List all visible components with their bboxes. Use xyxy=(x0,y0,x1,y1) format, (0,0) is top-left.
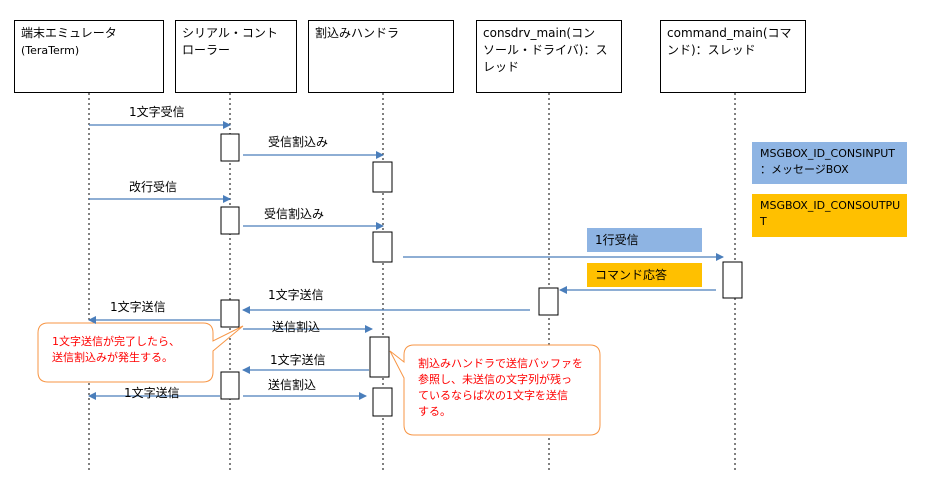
message-label-m5: 1行受信 xyxy=(587,228,702,252)
lifeline-title-command: command_main(コマ xyxy=(667,26,792,40)
activation-serial-4 xyxy=(220,371,240,400)
activation-command xyxy=(722,261,743,299)
lifeline-header-consdrv: consdrv_main(コン ソール・ドライバ)：ス レッド xyxy=(476,20,622,93)
message-label-m8: 1文字送信 xyxy=(110,300,166,314)
activation-interrupt-4 xyxy=(372,387,393,417)
message-label-m10: 1文字送信 xyxy=(270,353,326,367)
legend-consinput-line1: MSGBOX_ID_CONSINPUT xyxy=(760,147,895,160)
activation-interrupt-3 xyxy=(369,336,390,378)
message-label-m7: 1文字送信 xyxy=(268,288,324,302)
activation-serial-2 xyxy=(220,206,240,235)
message-label-m3: 改行受信 xyxy=(129,180,178,194)
message-label-m1: 1文字受信 xyxy=(129,105,185,119)
message-label-m12: 送信割込 xyxy=(268,378,317,392)
legend-consinput-line2: ：メッセージBOX xyxy=(760,163,849,176)
callout-left-shape xyxy=(37,322,244,383)
callout-right: 割込みハンドラで送信バッファを 参照し、未送信の文字列が残っ ているならば次の1… xyxy=(410,350,598,434)
message-label-m4: 受信割込み xyxy=(264,207,325,221)
message-label-m11: 1文字送信 xyxy=(124,386,180,400)
callout-right-line3: ているならば次の1文字を送信 xyxy=(418,389,568,402)
legend-consoutput-line2: T xyxy=(760,215,767,228)
callout-left-line1: 1文字送信が完了したら、 xyxy=(52,335,180,348)
lifeline-title-serial: シリアル・コント xyxy=(182,26,278,40)
activation-serial-3 xyxy=(220,299,240,328)
message-label-m2: 受信割込み xyxy=(268,135,329,149)
legend-consoutput-line1: MSGBOX_ID_CONSOUTPU xyxy=(760,199,901,212)
activation-consdrv xyxy=(538,287,559,316)
callout-right-shape xyxy=(389,344,601,436)
lifeline-title-consdrv: consdrv_main(コン xyxy=(483,26,596,40)
lifeline-header-interrupt: 割込みハンドラ xyxy=(308,20,454,93)
callout-left-line2: 送信割込みが発生する。 xyxy=(52,351,173,364)
legend-consinput: MSGBOX_ID_CONSINPUT ：メッセージBOX xyxy=(752,142,907,184)
legend-consoutput: MSGBOX_ID_CONSOUTPU T xyxy=(752,194,907,237)
message-label-m9: 送信割込 xyxy=(272,320,321,334)
callout-right-line1: 割込みハンドラで送信バッファを xyxy=(418,357,583,370)
message-label-m6: コマンド応答 xyxy=(587,263,702,287)
lifeline-title-interrupt: 割込みハンドラ xyxy=(315,26,400,40)
activation-interrupt-2 xyxy=(372,231,393,263)
lifeline-subtitle-consdrv: ソール・ドライバ)：ス xyxy=(483,43,608,57)
activation-serial-1 xyxy=(220,133,240,162)
lifeline-header-terminal: 端末エミュレータ (TeraTerm) xyxy=(14,20,164,93)
callout-right-line4: する。 xyxy=(418,405,451,418)
lifeline-header-serial: シリアル・コント ローラー xyxy=(175,20,297,93)
lifeline-subtitle-serial: ローラー xyxy=(182,43,231,57)
lifeline-subtitle-command: ンド)：スレッド xyxy=(667,43,756,57)
lifeline-subtitle2-consdrv: レッド xyxy=(483,60,520,74)
callout-right-line2: 参照し、未送信の文字列が残っ xyxy=(418,373,572,386)
callout-left: 1文字送信が完了したら、 送信割込みが発生する。 xyxy=(44,328,212,378)
activation-interrupt-1 xyxy=(372,161,393,193)
lifeline-header-command: command_main(コマ ンド)：スレッド xyxy=(660,20,806,93)
lifeline-title-terminal: 端末エミュレータ xyxy=(21,26,117,40)
lifeline-subtitle-terminal: (TeraTerm) xyxy=(21,44,80,57)
